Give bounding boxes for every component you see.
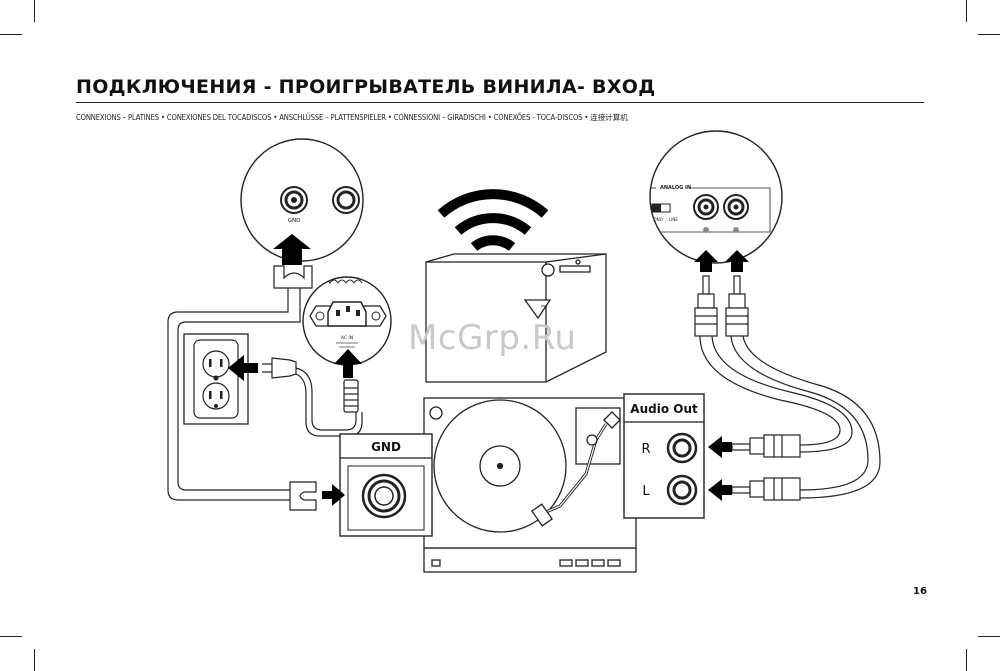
crop-mark: [966, 0, 967, 22]
crop-mark: [34, 649, 35, 671]
crop-mark: [34, 0, 35, 22]
rca-plug-left-channel: [731, 477, 801, 501]
arrow-right-icon: [322, 484, 345, 506]
page-title: ПОДКЛЮЧЕНИЯ - ПРОИГРЫВАТЕЛЬ ВИНИЛА- ВХОД: [76, 76, 656, 98]
arrow-up-icon: [725, 250, 749, 272]
crop-mark: [978, 34, 1000, 35]
watermark: McGrp.Ru: [408, 318, 577, 358]
crop-mark: [978, 636, 1000, 637]
arrow-left-icon: [708, 479, 732, 501]
language-subtitle: CONNEXIONS – PLATINES • CONEXIONES DEL T…: [76, 113, 628, 122]
analog-in-label: ANALOG IN: [660, 185, 691, 191]
power-cable: [295, 367, 363, 437]
rca-plug-right-channel: [731, 434, 801, 458]
ground-cable: [167, 288, 301, 501]
arrow-up-icon: [273, 234, 311, 265]
turntable-gnd-label: GND: [371, 440, 401, 454]
crop-mark: [0, 636, 22, 637]
power-plug: [262, 357, 297, 379]
rca-plug-pair: [694, 275, 749, 337]
crop-mark: [0, 34, 22, 35]
ground-lug: [273, 265, 313, 289]
page-number: 16: [913, 586, 927, 597]
arrow-left-icon: [708, 436, 732, 458]
left-channel-label: L: [642, 484, 650, 499]
turntable: [423, 397, 637, 573]
turntable-gnd-panel: GND: [339, 433, 433, 537]
audio-out-panel: Audio Out R L: [623, 393, 705, 519]
wall-outlet: [183, 333, 249, 425]
arrow-left-icon: [228, 355, 258, 381]
iec-plug: [343, 379, 359, 413]
speaker-box: [425, 253, 607, 383]
analog-in-callout: ANALOG IN MONO LINE: [649, 130, 783, 264]
right-channel-label: R: [641, 442, 650, 457]
line-label: LINE: [669, 217, 678, 222]
ac-in-callout: AC IN: [302, 276, 392, 366]
arrow-up-icon: [334, 349, 362, 378]
rca-cables: [699, 335, 881, 499]
arrow-up-icon: [694, 250, 718, 272]
wifi-icon: [437, 189, 549, 252]
audio-out-label: Audio Out: [630, 402, 698, 416]
ground-lug: [289, 481, 317, 511]
crop-mark: [966, 649, 967, 671]
mono-label: MONO: [650, 217, 663, 222]
ac-in-label: AC IN: [341, 335, 353, 341]
title-rule: [76, 102, 924, 103]
gnd-callout-label: GND: [288, 218, 301, 224]
gnd-callout: GND: [240, 138, 364, 262]
